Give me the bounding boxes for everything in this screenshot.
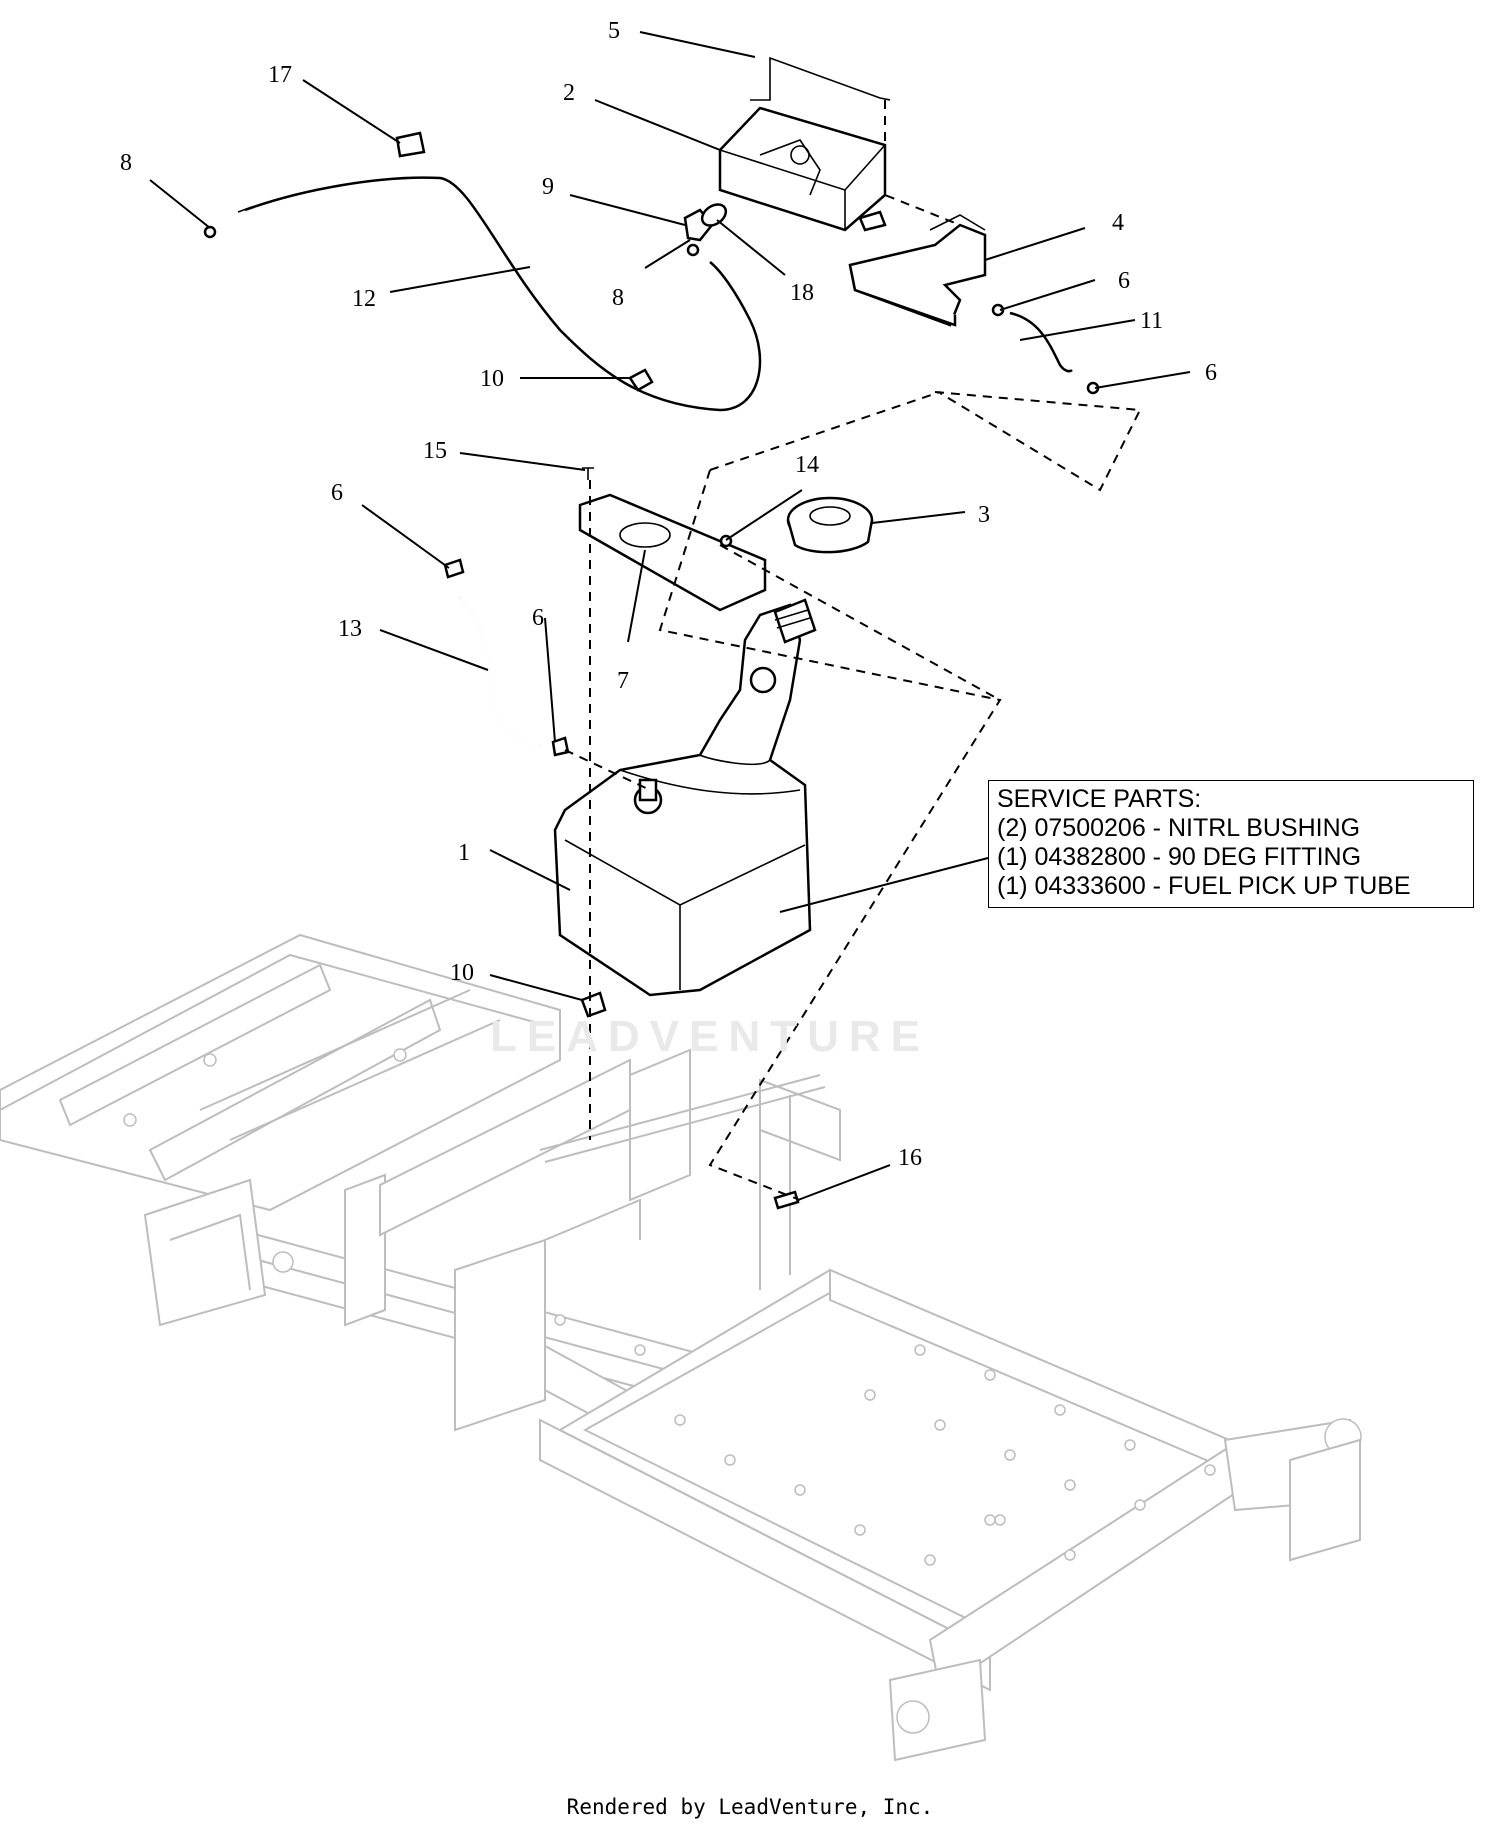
callout-17: 17: [268, 62, 292, 88]
callout-2: 2: [563, 80, 575, 106]
callout-6-right: 6: [1205, 360, 1217, 386]
callout-8-center: 8: [612, 285, 624, 311]
callout-18: 18: [790, 280, 814, 306]
part-8-bushing-center: [686, 243, 700, 257]
part-5-rod: [750, 56, 891, 101]
service-parts-heading: SERVICE PARTS:: [997, 785, 1202, 813]
service-part-line: (1) 04382800 - 90 DEG FITTING: [997, 843, 1362, 871]
callout-5: 5: [608, 18, 620, 44]
callout-7: 7: [617, 668, 629, 694]
part-3-fuel-cap: [786, 496, 874, 554]
assembly-lines: [564, 100, 1142, 1201]
callout-leaders: [149, 31, 1191, 1201]
callout-labels: 5 2 17 8 9 8 18 4 6 11 6 12 10 15 14 3 6…: [120, 18, 1217, 1171]
part-2-reservoir: [718, 106, 887, 232]
service-parts-box: SERVICE PARTS: (2) 07500206 - NITRL BUSH…: [988, 780, 1474, 908]
part-12-fuel-line: [244, 176, 762, 412]
callout-15: 15: [423, 438, 447, 464]
part-17-clip: [395, 131, 426, 158]
part-15-screw: [582, 467, 594, 480]
part-4-bracket: [848, 214, 987, 327]
callout-6-left: 6: [331, 480, 343, 506]
watermark-text: LEADVENTURE: [490, 1012, 931, 1061]
callout-1: 1: [458, 840, 470, 866]
callout-6-upper: 6: [1118, 268, 1130, 294]
callout-4: 4: [1112, 210, 1124, 236]
callout-12: 12: [352, 286, 376, 312]
callout-3: 3: [978, 502, 990, 528]
callout-11: 11: [1140, 308, 1163, 334]
callout-10-lower: 10: [450, 960, 474, 986]
callout-8-left: 8: [120, 150, 132, 176]
part-1-fuel-tank: [553, 598, 817, 997]
part-10-clamp-upper: [628, 368, 654, 392]
callout-10-upper: 10: [480, 366, 504, 392]
callout-9: 9: [542, 174, 554, 200]
callout-13: 13: [338, 616, 362, 642]
service-part-line: (2) 07500206 - NITRL BUSHING: [997, 814, 1361, 842]
callout-6-hose: 6: [532, 605, 544, 631]
part-10-clamp-lower: [580, 991, 607, 1018]
service-part-line: (1) 04333600 - FUEL PICK UP TUBE: [997, 872, 1411, 900]
part-8-bushing-left: [203, 225, 217, 239]
part-16-bolt: [773, 1190, 800, 1210]
part-6-clamp-hose-top: [443, 558, 465, 579]
callout-16: 16: [898, 1145, 922, 1171]
footer-credit: Rendered by LeadVenture, Inc.: [566, 1795, 934, 1819]
callout-14: 14: [795, 452, 819, 478]
part-11-hose: [1009, 311, 1073, 373]
mower-frame: [0, 933, 1362, 1762]
